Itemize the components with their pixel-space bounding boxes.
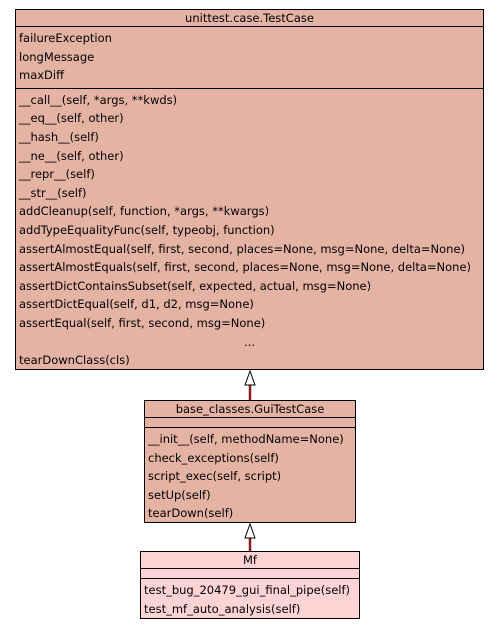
method: __str__(self) [19, 185, 87, 200]
inheritance-arrow-gui [244, 522, 256, 539]
method: assertEqual(self, first, second, msg=Non… [19, 315, 266, 330]
method: __repr__(self) [19, 167, 95, 182]
method: setUp(self) [148, 487, 211, 502]
class-title: Mf [141, 552, 359, 569]
method: assertDictContainsSubset(self, expected,… [19, 278, 372, 293]
class-box-testcase[interactable]: unittest.case.TestCase failureException … [15, 9, 484, 370]
attributes-section [141, 569, 359, 579]
attribute: failureException [19, 31, 112, 45]
method: assertAlmostEquals(self, first, second, … [19, 260, 472, 275]
method: __call__(self, *args, **kwds) [19, 92, 178, 107]
method: test_bug_20479_gui_final_pipe(self) [144, 583, 351, 597]
attributes-section [145, 418, 355, 428]
attributes-section: failureException longMessage maxDiff [16, 27, 483, 89]
ellipsis: ... [244, 334, 255, 349]
method: assertDictEqual(self, d1, d2, msg=None) [19, 297, 254, 312]
method: tearDown(self) [148, 506, 234, 521]
class-title: unittest.case.TestCase [16, 10, 483, 27]
method: __hash__(self) [19, 129, 99, 144]
class-title: base_classes.GuiTestCase [145, 401, 355, 418]
method: tearDownClass(cls) [19, 353, 130, 368]
method: test_mf_auto_analysis(self) [144, 601, 301, 616]
class-box-mf[interactable]: Mf test_bug_20479_gui_final_pipe(self) t… [140, 551, 360, 619]
method: check_exceptions(self) [148, 450, 279, 465]
methods-section: test_bug_20479_gui_final_pipe(self) test… [141, 579, 359, 621]
method: __eq__(self, other) [19, 111, 124, 126]
attribute: maxDiff [19, 68, 65, 83]
methods-section: __init__(self, methodName=None) check_ex… [145, 428, 355, 526]
methods-section: __call__(self, *args, **kwds) __eq__(sel… [16, 89, 483, 373]
method: assertAlmostEqual(self, first, second, p… [19, 241, 466, 256]
class-box-gui-test-case[interactable]: base_classes.GuiTestCase __init__(self, … [144, 400, 356, 523]
method: __init__(self, methodName=None) [148, 432, 344, 446]
attribute: longMessage [19, 49, 95, 64]
method: __ne__(self, other) [19, 148, 124, 163]
inheritance-arrow-testcase [244, 369, 256, 386]
method: script_exec(self, script) [148, 469, 282, 484]
method: addCleanup(self, function, *args, **kwar… [19, 204, 270, 219]
method: addTypeEqualityFunc(self, typeobj, funct… [19, 222, 275, 237]
